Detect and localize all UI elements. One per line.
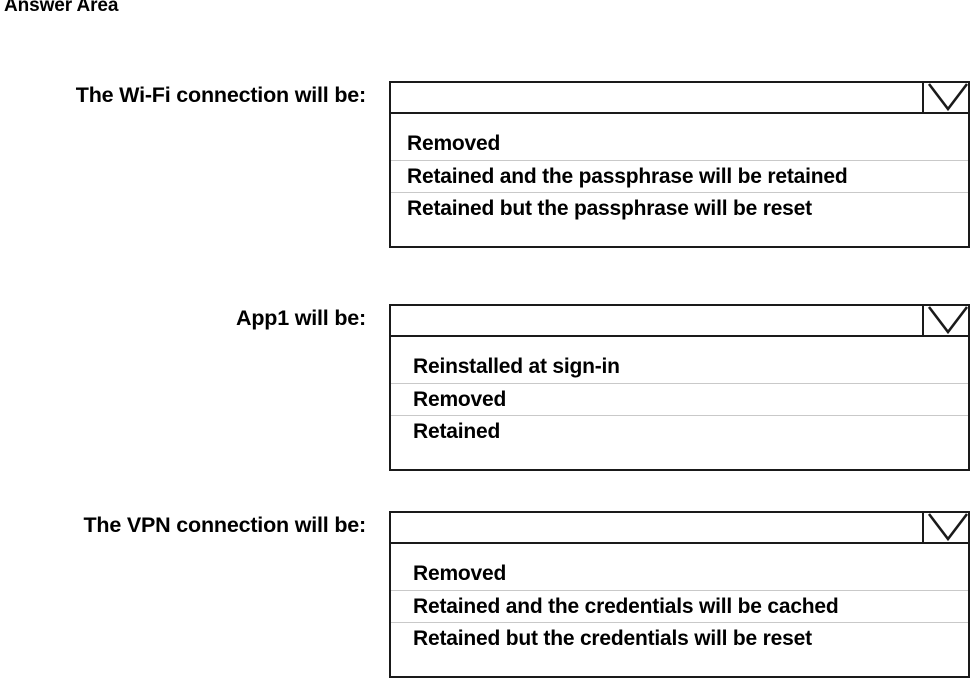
dropdown-wifi[interactable] (389, 81, 970, 114)
list-item[interactable]: Removed (391, 383, 968, 415)
question-label-app1: App1 will be: (236, 306, 366, 330)
dropdown-app1[interactable] (389, 304, 970, 337)
list-item[interactable]: Removed (407, 132, 501, 155)
list-item[interactable]: Retained but the credentials will be res… (391, 622, 968, 654)
dropdown-wifi-option-list[interactable]: Removed Retained and the passphrase will… (389, 112, 970, 248)
chevron-down-icon[interactable] (922, 81, 970, 114)
question-label-vpn: The VPN connection will be: (83, 513, 367, 537)
list-item[interactable]: Retained and the passphrase will be reta… (391, 160, 968, 192)
list-item[interactable]: Reinstalled at sign-in (413, 355, 620, 378)
list-item[interactable]: Retained and the credentials will be cac… (391, 590, 968, 622)
dropdown-vpn-option-list[interactable]: Removed Retained and the credentials wil… (389, 542, 970, 678)
page-title: Answer Area (4, 0, 119, 16)
chevron-down-icon[interactable] (922, 304, 970, 337)
list-item[interactable]: Removed (413, 562, 507, 585)
chevron-down-icon[interactable] (922, 511, 970, 544)
dropdown-vpn[interactable] (389, 511, 970, 544)
list-item[interactable]: Retained (391, 415, 968, 447)
list-item[interactable]: Retained but the passphrase will be rese… (391, 192, 968, 224)
dropdown-app1-option-list[interactable]: Reinstalled at sign-in Removed Retained (389, 335, 970, 471)
question-label-wifi: The Wi-Fi connection will be: (75, 83, 366, 107)
